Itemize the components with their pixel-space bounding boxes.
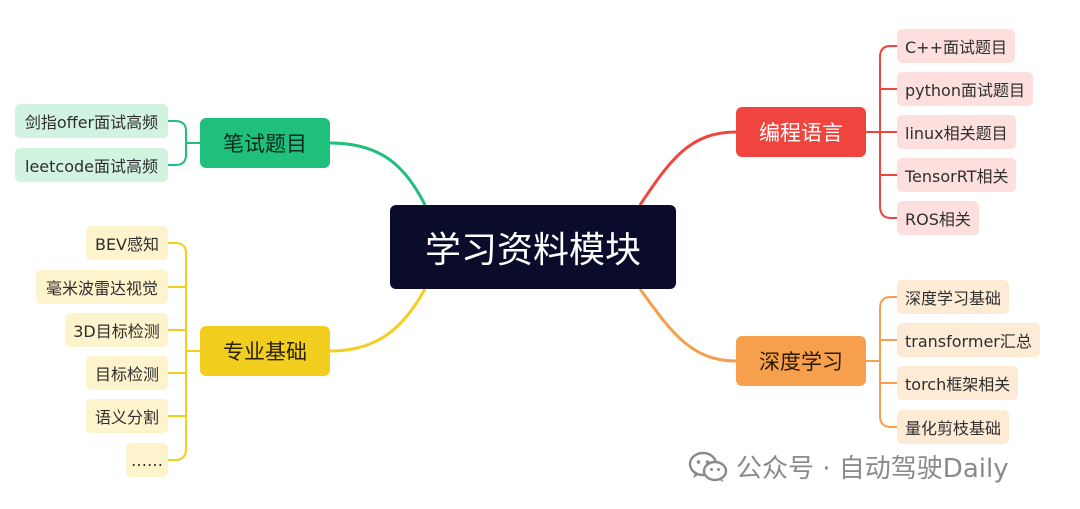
- leaf-label: 毫米波雷达视觉: [45, 279, 158, 298]
- leaf-label: 剑指offer面试高频: [24, 113, 159, 132]
- leaf-more[interactable]: ……: [126, 443, 168, 477]
- branch-deep-learning[interactable]: 深度学习: [736, 336, 866, 386]
- leaf-label: TensorRT相关: [905, 167, 1009, 186]
- leaf-label: python面试题目: [905, 81, 1025, 100]
- leaf-python[interactable]: python面试题目: [897, 72, 1033, 106]
- leaf-radar-vision[interactable]: 毫米波雷达视觉: [36, 270, 168, 304]
- leaf-label: 量化剪枝基础: [905, 419, 1002, 438]
- leaf-dl-basics[interactable]: 深度学习基础: [897, 280, 1010, 314]
- leaf-label: 目标检测: [94, 365, 159, 384]
- branch-written-test[interactable]: 笔试题目: [200, 118, 330, 168]
- branch-label: 笔试题目: [223, 132, 307, 156]
- leaf-transformer[interactable]: transformer汇总: [897, 323, 1040, 357]
- link-center-deep-learning: [638, 288, 737, 363]
- leaf-detection[interactable]: 目标检测: [86, 356, 168, 390]
- leaf-quantization[interactable]: 量化剪枝基础: [897, 410, 1010, 444]
- leaf-label: ……: [131, 450, 163, 470]
- leaf-linux[interactable]: linux相关题目: [897, 115, 1016, 149]
- leaf-tensorrt[interactable]: TensorRT相关: [897, 158, 1017, 192]
- center-node[interactable]: 学习资料模块: [390, 205, 676, 289]
- leaf-3d-detection[interactable]: 3D目标检测: [65, 313, 168, 347]
- leaf-label: 深度学习基础: [905, 289, 1002, 308]
- branch-label: 编程语言: [759, 121, 843, 145]
- leaf-label: 语义分割: [94, 408, 159, 427]
- leaf-label: torch框架相关: [905, 375, 1011, 394]
- branch-programming[interactable]: 编程语言: [736, 107, 866, 157]
- leaf-label: linux相关题目: [905, 124, 1008, 143]
- links-professional: [168, 242, 200, 461]
- links-programming: [866, 45, 897, 219]
- link-center-programming: [638, 130, 737, 206]
- leaf-label: leetcode面试高频: [25, 157, 158, 176]
- link-center-professional: [329, 288, 427, 353]
- link-center-written: [329, 141, 427, 206]
- watermark-text: 公众号 · 自动驾驶Daily: [736, 454, 1009, 484]
- leaf-segmentation[interactable]: 语义分割: [86, 399, 168, 433]
- branch-professional[interactable]: 专业基础: [200, 326, 330, 376]
- leaf-bev[interactable]: BEV感知: [86, 226, 168, 260]
- wechat-icon: [688, 451, 728, 482]
- links-deep-learning: [866, 296, 897, 428]
- leaf-label: C++面试题目: [905, 38, 1007, 57]
- leaf-ros[interactable]: ROS相关: [897, 201, 979, 235]
- leaf-label: transformer汇总: [905, 332, 1032, 351]
- leaf-leetcode[interactable]: leetcode面试高频: [15, 148, 168, 182]
- center-node-label: 学习资料模块: [424, 230, 641, 271]
- links-written: [168, 120, 200, 166]
- leaf-label: ROS相关: [905, 210, 971, 229]
- branch-label: 深度学习: [759, 350, 843, 374]
- watermark: 公众号 · 自动驾驶Daily: [688, 448, 1009, 485]
- leaf-label: 3D目标检测: [73, 322, 160, 341]
- leaf-cpp[interactable]: C++面试题目: [897, 29, 1015, 63]
- leaf-jianzhi-offer[interactable]: 剑指offer面试高频: [15, 104, 168, 138]
- branch-label: 专业基础: [223, 340, 307, 364]
- leaf-label: BEV感知: [94, 235, 160, 254]
- leaf-torch[interactable]: torch框架相关: [897, 366, 1019, 400]
